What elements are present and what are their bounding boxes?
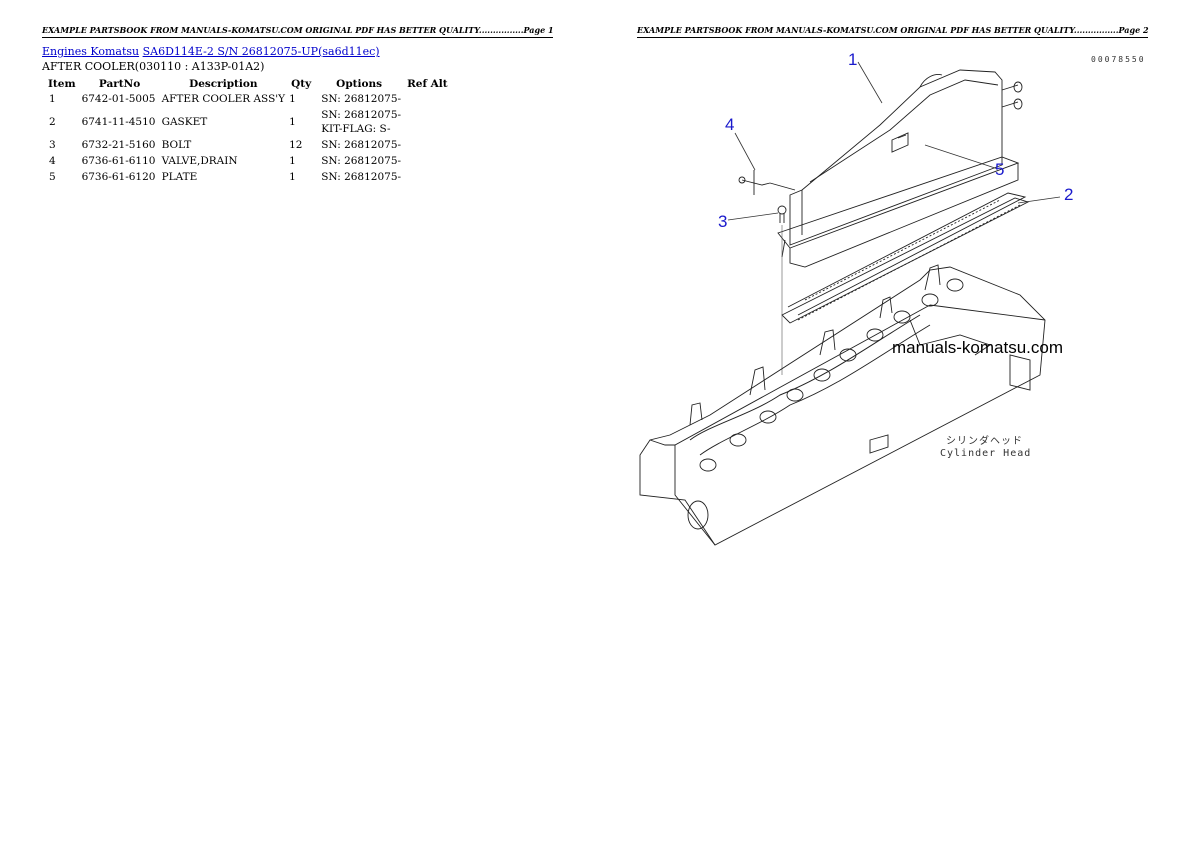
callout-4: 4: [725, 115, 735, 134]
cell-partno: 6736-61-6110: [81, 155, 156, 167]
cell-description: VALVE,DRAIN: [161, 155, 238, 167]
cell-options: SN: 26812075-: [321, 93, 402, 105]
cell-refalt: [403, 91, 452, 107]
table-row: 4 6736-61-6110 VALVE,DRAIN 1 SN: 2681207…: [44, 153, 452, 169]
page-header: EXAMPLE PARTSBOOK FROM MANUALS-KOMATSU.C…: [637, 25, 1149, 38]
cell-qty: 1: [289, 171, 296, 183]
callout-1: 1: [848, 50, 858, 69]
page-2: EXAMPLE PARTSBOOK FROM MANUALS-KOMATSU.C…: [595, 0, 1190, 842]
cell-description: BOLT: [161, 139, 192, 151]
drawing-code: 00078550: [1091, 55, 1146, 64]
cell-partno: 6741-11-4510: [81, 116, 156, 128]
page-header: EXAMPLE PARTSBOOK FROM MANUALS-KOMATSU.C…: [42, 25, 554, 38]
option-line: KIT-FLAG: S-: [321, 123, 391, 135]
gasket-shape: [781, 192, 1030, 324]
cell-partno: 6732-21-5160: [81, 139, 156, 151]
callout-leaders: [727, 61, 1061, 221]
table-row: 3 6732-21-5160 BOLT 12 SN: 26812075-: [44, 137, 452, 153]
drawing-caption: シリンダヘッド Cylinder Head: [940, 436, 1031, 460]
callout-2: 2: [1064, 185, 1074, 204]
parts-table: Item PartNo Description Qty Options Ref …: [44, 77, 452, 185]
page-1: EXAMPLE PARTSBOOK FROM MANUALS-KOMATSU.C…: [42, 25, 554, 185]
cell-qty: 1: [289, 93, 296, 105]
cell-item: 1: [49, 93, 56, 105]
col-options: Options: [336, 78, 383, 90]
cell-options: SN: 26812075-: [321, 139, 402, 151]
cell-qty: 12: [289, 139, 303, 151]
cell-options: SN: 26812075- KIT-FLAG: S-: [315, 107, 403, 137]
col-description: Description: [189, 78, 258, 90]
cell-item: 2: [49, 116, 56, 128]
col-partno: PartNo: [98, 78, 141, 90]
col-item: Item: [48, 78, 76, 90]
breadcrumb-link-model[interactable]: SA6D114E-2 S/N 26812075-UP(sa6d11ec): [142, 45, 380, 58]
cell-description: GASKET: [161, 116, 208, 128]
cell-description: PLATE: [161, 171, 198, 183]
table-row: 2 6741-11-4510 GASKET 1 SN: 26812075- KI…: [44, 107, 452, 137]
watermark: manuals-komatsu.com: [892, 338, 1064, 357]
callout-5: 5: [995, 160, 1005, 179]
drain-valve-shape: [738, 170, 796, 195]
exploded-parts-diagram: 1 2 3 4 5: [630, 45, 1150, 555]
col-refalt: Ref Alt: [407, 78, 448, 90]
bolt-shape: [777, 205, 787, 375]
breadcrumb: Engines Komatsu SA6D114E-2 S/N 26812075-…: [42, 45, 380, 58]
cell-options: SN: 26812075-: [321, 155, 402, 167]
cell-item: 3: [49, 139, 56, 151]
cell-partno: 6736-61-6120: [81, 171, 156, 183]
cell-refalt: [403, 107, 452, 137]
after-cooler-shape: [777, 69, 1023, 268]
cell-partno: 6742-01-5005: [81, 93, 156, 105]
col-qty: Qty: [291, 78, 312, 90]
table-row: 1 6742-01-5005 AFTER COOLER ASS'Y 1 SN: …: [44, 91, 452, 107]
caption-english: Cylinder Head: [940, 448, 1032, 459]
callout-3: 3: [718, 212, 728, 231]
breadcrumb-link-engines[interactable]: Engines Komatsu: [42, 45, 140, 58]
section-title: AFTER COOLER(030110 : A133P-01A2): [42, 60, 265, 73]
cell-item: 5: [49, 171, 56, 183]
cell-refalt: [403, 137, 452, 153]
cell-description: AFTER COOLER ASS'Y: [161, 93, 286, 105]
cell-qty: 1: [289, 116, 296, 128]
cell-item: 4: [49, 155, 56, 167]
option-line: SN: 26812075-: [321, 109, 402, 121]
cell-refalt: [403, 153, 452, 169]
cylinder-head-drawing: [639, 61, 1061, 546]
cell-qty: 1: [289, 155, 296, 167]
cylinder-head-shape: [639, 264, 1046, 546]
caption-japanese: シリンダヘッド: [946, 436, 1023, 447]
table-header-row: Item PartNo Description Qty Options Ref …: [44, 77, 452, 91]
table-row: 5 6736-61-6120 PLATE 1 SN: 26812075-: [44, 169, 452, 185]
cell-refalt: [403, 169, 452, 185]
cell-options: SN: 26812075-: [321, 171, 402, 183]
